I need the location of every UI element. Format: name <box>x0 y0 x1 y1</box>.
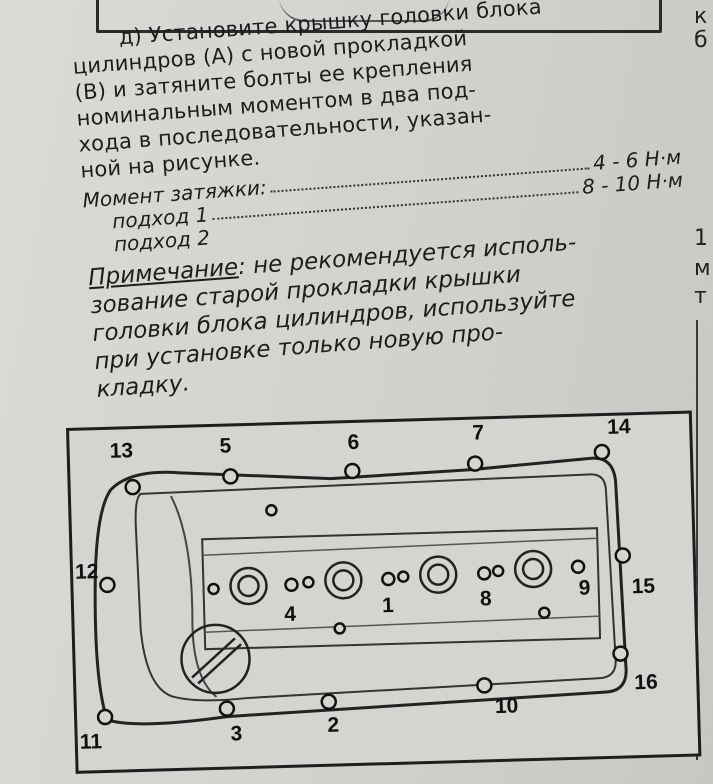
previous-figure-detail <box>279 0 449 22</box>
margin-char: т <box>694 284 707 309</box>
bolt-number: 14 <box>606 415 631 439</box>
margin-char: б <box>694 28 708 53</box>
margin-char: 1 <box>694 226 708 251</box>
margin-char: м <box>694 256 711 281</box>
bolt-number: 2 <box>327 713 340 737</box>
valve-cover-drawing <box>93 443 632 726</box>
bolt-number: 8 <box>479 587 492 611</box>
bolt-number: 9 <box>578 576 591 600</box>
bolt-number: 11 <box>79 730 103 754</box>
spark-plug-tubes <box>229 549 553 606</box>
torque-step2-label: подход 2 <box>113 225 211 257</box>
bolt-number: 13 <box>109 439 134 463</box>
bolt-number: 7 <box>471 421 485 445</box>
previous-figure-edge <box>96 0 662 33</box>
adjacent-page-strip: к б 1 м т <box>690 0 713 784</box>
bolt-number: 6 <box>347 430 360 455</box>
bolt-number: 12 <box>74 560 99 584</box>
margin-char: к <box>694 4 708 29</box>
bolt-number: 10 <box>494 694 519 719</box>
bolt-number: 16 <box>634 670 659 695</box>
bolt-number: 3 <box>230 722 243 746</box>
adjacent-figure-rule <box>696 320 698 760</box>
bolt-number: 5 <box>219 434 232 458</box>
bolt-number: 15 <box>631 574 656 599</box>
valve-cover-diagram: 13 5 6 7 14 12 4 1 8 9 15 16 10 2 3 11 <box>66 410 702 774</box>
bolt-number: 4 <box>283 602 297 626</box>
oil-filler-cap <box>180 623 251 695</box>
text-block: д) Установите крышку головки блока цилин… <box>70 0 696 404</box>
bolt-number: 1 <box>381 593 395 618</box>
